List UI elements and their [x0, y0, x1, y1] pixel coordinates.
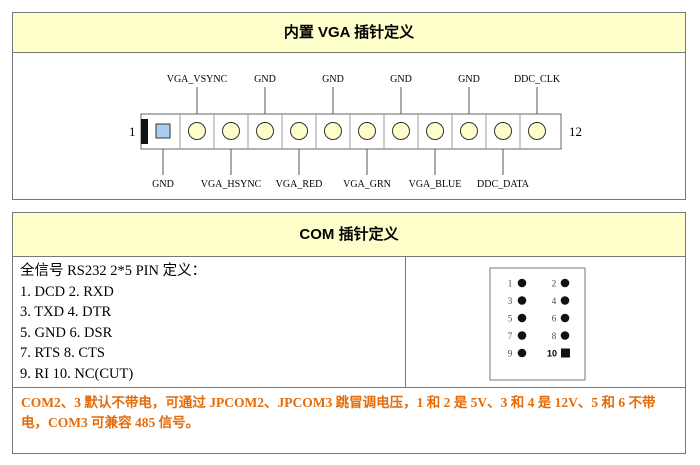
- pin-circle: [392, 122, 410, 140]
- pin-circle: [358, 122, 376, 140]
- com-pin-number: 9: [508, 349, 513, 359]
- top-pin-label: GND: [458, 74, 480, 85]
- pin-circle: [460, 122, 478, 140]
- bottom-pin-label: VGA_RED: [276, 179, 323, 190]
- pin-circle: [188, 122, 206, 140]
- com-pin-circle: [560, 313, 570, 323]
- com-pin-number: 7: [508, 331, 513, 341]
- top-pin-label: GND: [254, 74, 276, 85]
- bottom-pin-label: DDC_DATA: [477, 179, 530, 190]
- bottom-pin-label: VGA_GRN: [343, 179, 391, 190]
- pin1-key-mark: [141, 119, 148, 144]
- bottom-pin-label: GND: [152, 179, 174, 190]
- pin-circle: [222, 122, 240, 140]
- pin-circle: [324, 122, 342, 140]
- pin-start-label: 1: [129, 124, 136, 139]
- com-pin-circle: [517, 296, 527, 305]
- com-header-outline: [489, 267, 586, 381]
- com-pin-circle: [560, 278, 570, 288]
- com-pin-number: 8: [552, 331, 557, 341]
- pin-circle: [494, 122, 512, 140]
- pin-circle: [290, 122, 308, 140]
- com-pin-number: 5: [508, 314, 513, 324]
- top-pin-label: DDC_CLK: [514, 74, 561, 85]
- bottom-pin-label: VGA_BLUE: [409, 179, 462, 190]
- vga-connector-diagram: 1 12 VGA_VSYNC GND GND GND GND DDC_CLK GND VGA_HS…: [129, 74, 582, 190]
- com-pin-number: 2: [552, 279, 557, 289]
- top-pin-label: GND: [390, 74, 412, 85]
- com-diagram-cell: 1 3 5 7 9 2 4 6 8 10: [406, 257, 685, 388]
- com-desc-line: 1. DCD 2. RXD: [20, 283, 114, 300]
- connector-outline: [140, 113, 562, 150]
- com-panel: COM 插针定义 全信号 RS232 2*5 PIN 定义： 1. DCD 2.…: [12, 212, 686, 454]
- com-pin-circle: [560, 296, 570, 305]
- com-pin-number: 1: [508, 279, 513, 289]
- pin-end-label: 12: [569, 124, 582, 139]
- com-pin-number: 4: [552, 296, 557, 306]
- top-pin-label: GND: [322, 74, 344, 85]
- com-pin-description: 全信号 RS232 2*5 PIN 定义： 1. DCD 2. RXD 3. T…: [13, 257, 406, 388]
- com-pin-square: [561, 348, 570, 358]
- bottom-pin-label: VGA_HSYNC: [201, 179, 262, 190]
- pin-square: [155, 123, 171, 139]
- com-pin-number: 10: [547, 349, 557, 359]
- com-pin-circle: [560, 331, 570, 340]
- com-pin-number: 3: [508, 296, 513, 306]
- com-pin-circle: [517, 278, 527, 288]
- pin-circle: [426, 122, 444, 140]
- com-desc-line: 3. TXD 4. DTR: [20, 304, 112, 320]
- com-desc-line: 5. GND 6. DSR: [20, 324, 113, 341]
- com-pin-number: 6: [552, 314, 557, 324]
- vga-header: 内置 VGA 插针定义: [13, 13, 685, 53]
- com-desc-line: 7. RTS 8. CTS: [20, 345, 105, 361]
- com-desc-line: 9. RI 10. NC(CUT): [20, 365, 134, 382]
- vga-panel: 内置 VGA 插针定义 1 12 VGA_VSYNC GND GND GND GND DDC_…: [12, 12, 686, 200]
- com-pin-circle: [517, 348, 527, 358]
- pin-circle: [528, 122, 546, 140]
- com-note: COM2、3 默认不带电，可通过 JPCOM2、JPCOM3 跳冒调电压，1 和…: [21, 395, 656, 430]
- pin-circle: [256, 122, 274, 140]
- com-header: COM 插针定义: [13, 213, 685, 257]
- com-pin-circle: [517, 331, 527, 340]
- top-pin-label: VGA_VSYNC: [167, 74, 228, 85]
- com-pin-circle: [517, 313, 527, 323]
- com-header-diagram: 1 3 5 7 9 2 4 6 8 10: [489, 267, 586, 381]
- com-desc-line: 全信号 RS232 2*5 PIN 定义：: [20, 263, 207, 279]
